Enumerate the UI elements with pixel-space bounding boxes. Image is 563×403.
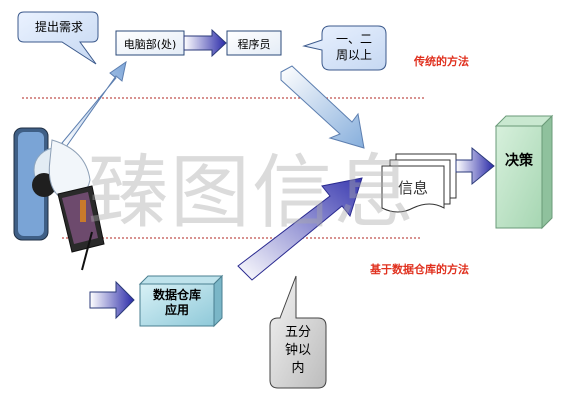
bubble-request-text: 提出需求: [34, 20, 83, 34]
warehouse-app-label: 数据仓库 应用: [152, 288, 201, 317]
arrow-dept-to-programmer: [183, 28, 227, 58]
arrow-programmer-to-info: [280, 65, 365, 149]
arrow-info-to-decision: [455, 146, 495, 186]
box-programmer: [226, 30, 282, 56]
decision-label: 决策: [505, 153, 533, 169]
decision-box: [494, 114, 554, 230]
bubble-week-text: 一、二 周以上: [335, 32, 372, 62]
bubble-five-minutes: [269, 275, 327, 389]
programmer-label: 程序员: [237, 38, 271, 51]
label-warehouse-method: 基于数据仓库的方法: [370, 263, 469, 276]
arrow-to-warehouse: [89, 280, 135, 320]
bubble-week: [302, 25, 387, 71]
info-document-stack: [381, 153, 457, 213]
warehouse-app-box: [138, 274, 224, 328]
person-at-desk-illustration: [13, 127, 105, 271]
bubble-five-minutes-text: 五分 钟以 内: [284, 325, 311, 376]
label-traditional-method: 传统的方法: [414, 55, 469, 68]
bubble-request: [17, 11, 99, 65]
arrow-person-to-dept: [61, 60, 127, 148]
it-dept-label: 电脑部(处): [123, 38, 177, 51]
info-label: 信息: [397, 179, 428, 197]
arrow-warehouse-to-info: [237, 177, 363, 281]
